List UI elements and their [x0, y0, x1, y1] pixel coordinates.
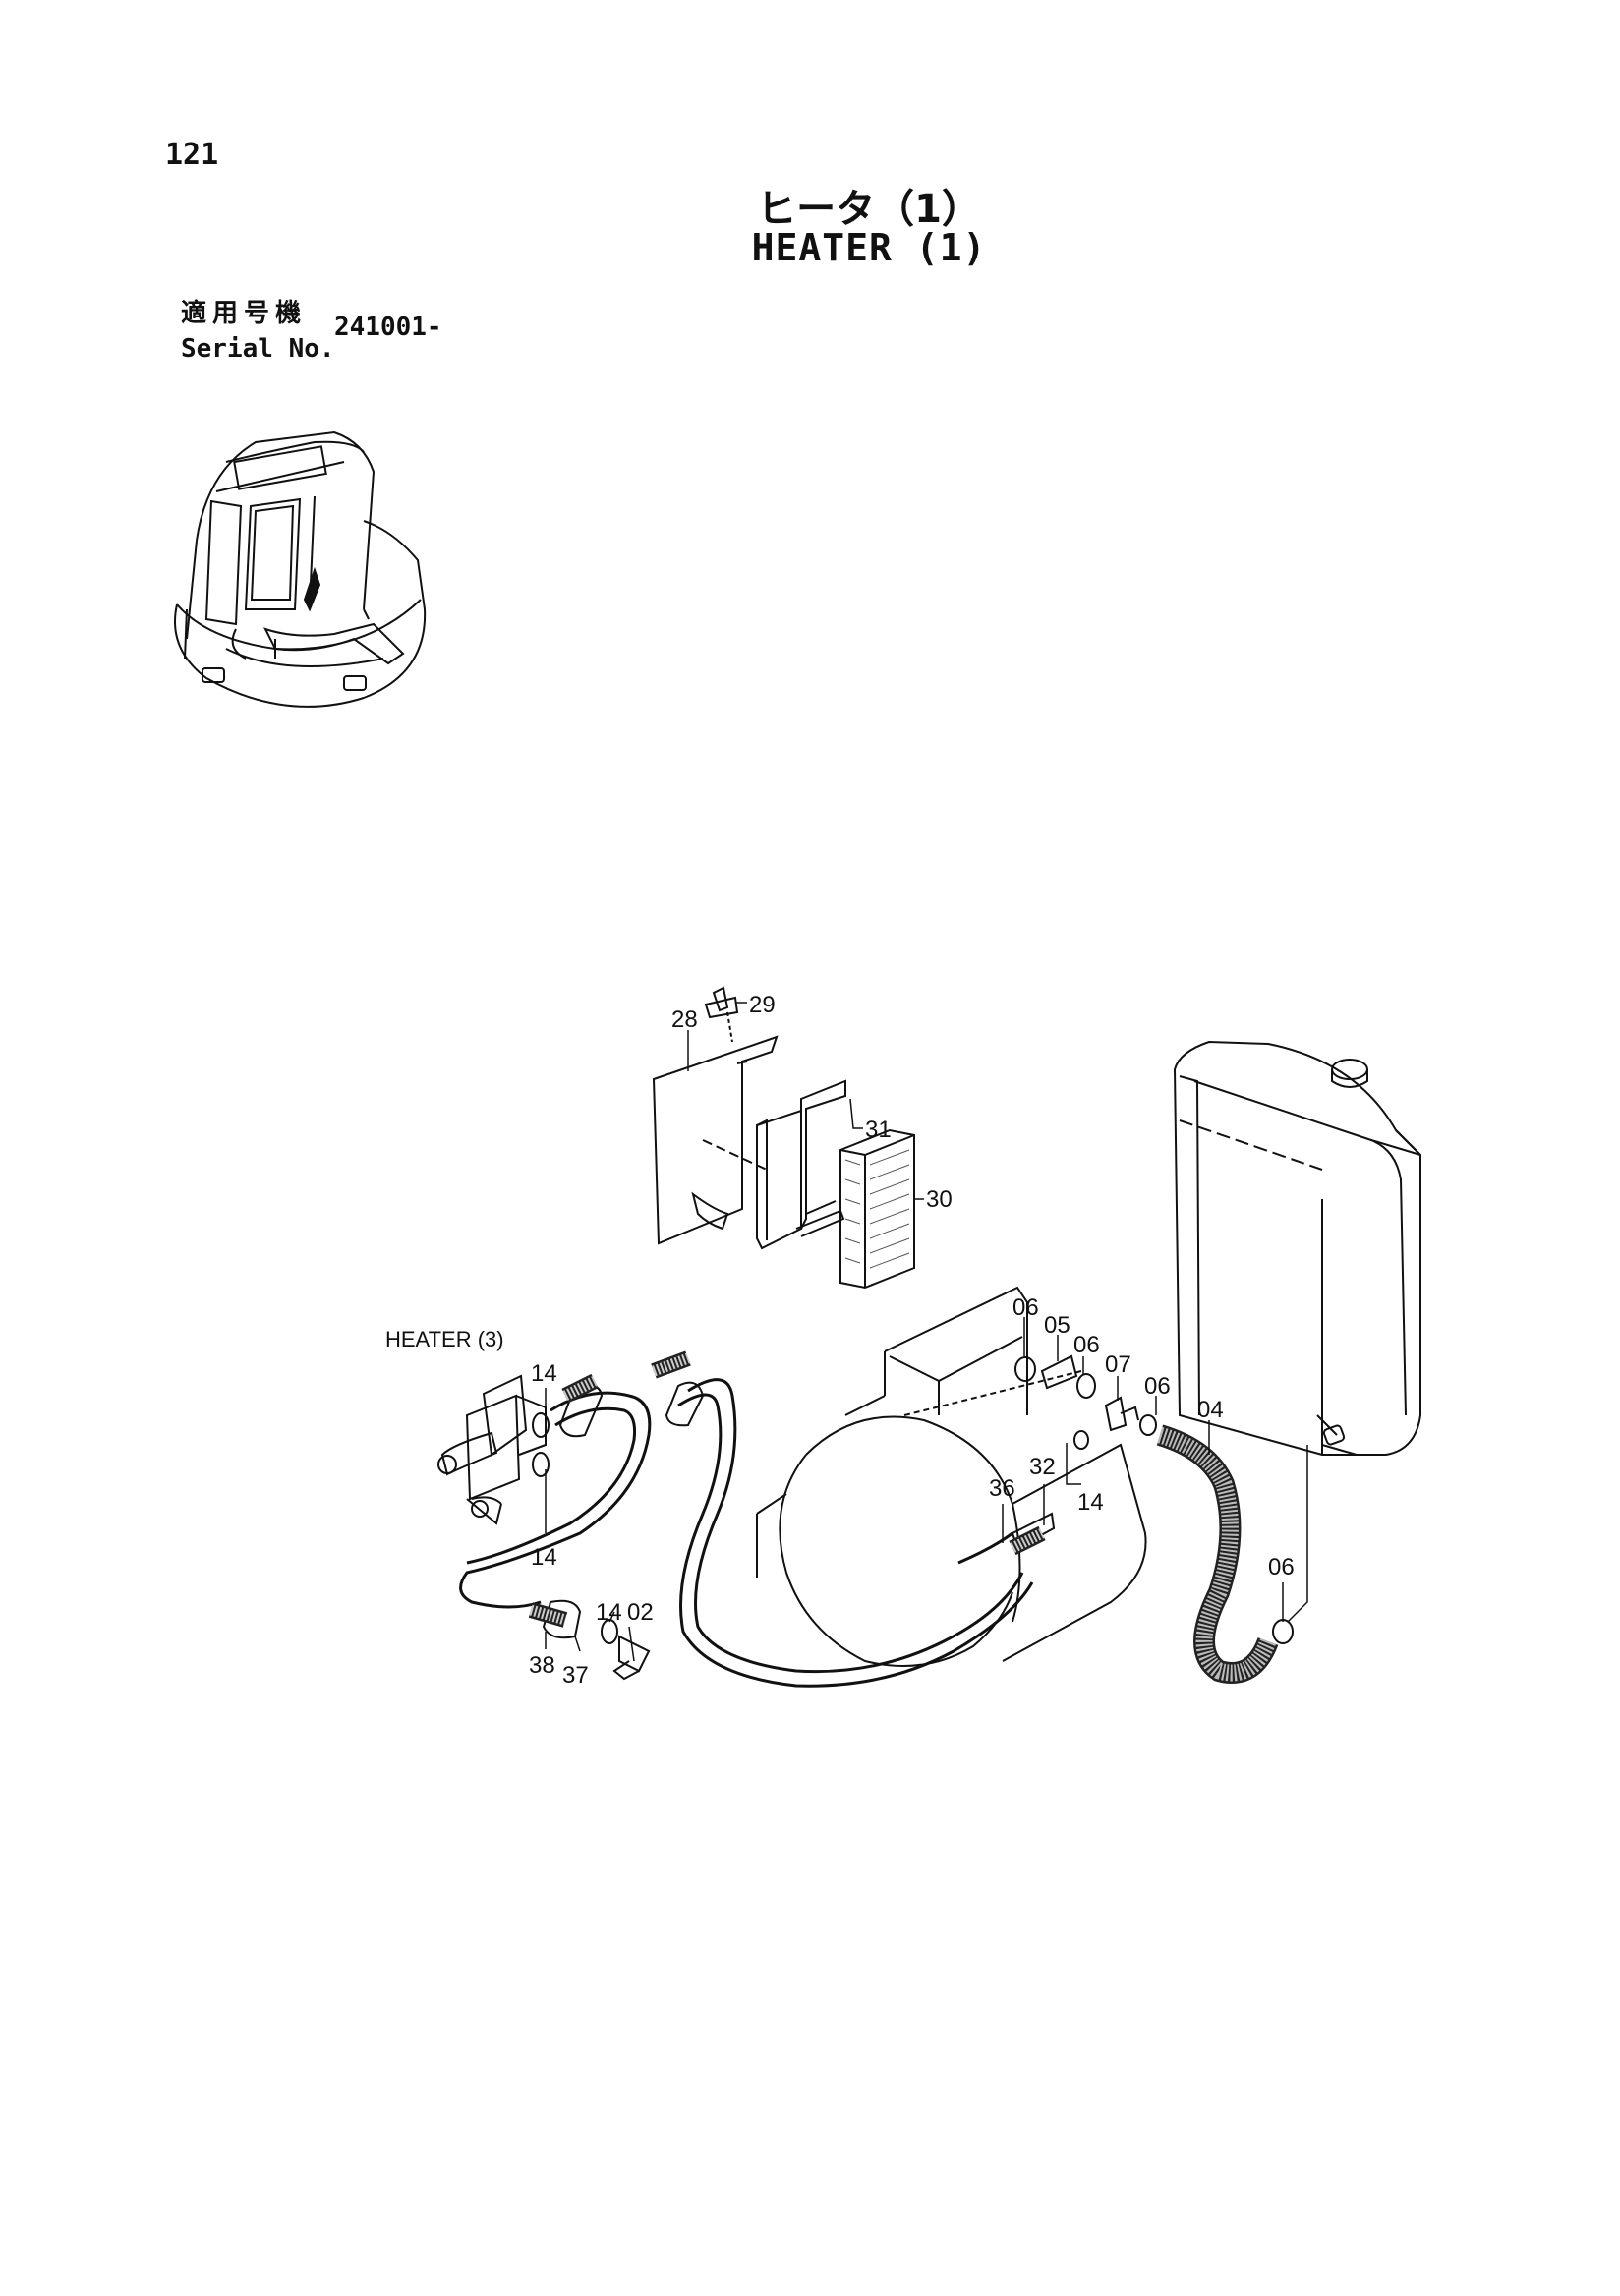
callout-14-b: 14 — [531, 1360, 557, 1387]
title-english: HEATER (1) — [751, 226, 987, 269]
callout-14-d: 14 — [596, 1599, 622, 1626]
title-japanese: ヒータ（1） — [757, 187, 981, 232]
radiator-illustration — [1173, 1040, 1421, 1456]
hose-04 — [1156, 1424, 1279, 1684]
callout-37: 37 — [562, 1662, 589, 1689]
callout-36: 36 — [989, 1475, 1015, 1502]
callout-05: 05 — [1044, 1312, 1070, 1339]
callout-leader-lines — [545, 1002, 1308, 1662]
cover-plate-28 — [652, 1035, 779, 1245]
callout-31: 31 — [865, 1117, 892, 1143]
page-number: 121 — [165, 138, 219, 172]
callout-28: 28 — [671, 1006, 698, 1033]
callout-14-a: 14 — [1077, 1489, 1104, 1516]
valve-block — [437, 1374, 547, 1525]
hose-routing — [459, 1378, 1034, 1688]
serial-number-value: 241001- — [334, 313, 442, 342]
callout-14-c: 14 — [531, 1544, 557, 1571]
heater-unit-body — [756, 1286, 1147, 1667]
reference-heater-3: HEATER (3) — [385, 1327, 504, 1351]
callout-30: 30 — [926, 1186, 953, 1213]
callout-06-a: 06 — [1012, 1294, 1039, 1321]
callout-06-b: 06 — [1073, 1332, 1100, 1358]
filter-30 — [839, 1128, 915, 1290]
cab-thumbnail-illustration — [174, 430, 427, 708]
callout-29: 29 — [749, 992, 776, 1018]
callout-06-c: 06 — [1144, 1373, 1171, 1400]
serial-label-english: Serial No. — [181, 334, 335, 364]
serial-label-japanese: 適用号機 — [181, 299, 308, 328]
callout-07: 07 — [1105, 1351, 1131, 1378]
callout-04: 04 — [1197, 1397, 1224, 1423]
callout-38: 38 — [529, 1652, 555, 1679]
clamps-and-fittings — [532, 1354, 1294, 1681]
callout-labels: 29 28 31 30 06 05 06 07 06 04 36 32 14 1… — [385, 992, 1295, 1689]
wing-bolt-29 — [704, 986, 739, 1043]
hose-36 — [528, 1350, 1046, 1628]
callout-02: 02 — [627, 1599, 654, 1626]
callout-06-d: 06 — [1268, 1554, 1295, 1580]
seal-frame-31 — [756, 1079, 846, 1250]
callout-32: 32 — [1029, 1454, 1056, 1480]
